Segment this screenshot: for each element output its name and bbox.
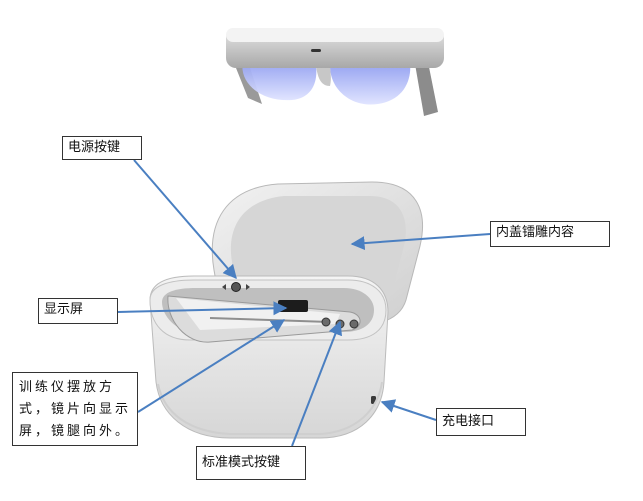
callout-standard-mode-button: 标准模式按键 [196, 446, 306, 480]
callout-power-button: 电源按键 [62, 136, 142, 160]
arrow-charging-port [380, 399, 437, 421]
callout-inner-lid-label: 内盖镭雕内容 [496, 225, 575, 240]
callout-inner-lid: 内盖镭雕内容 [490, 221, 610, 247]
callout-display-screen: 显示屏 [38, 298, 118, 324]
arrow-display-screen [117, 301, 288, 316]
callout-charging-port-label: 充电接口 [442, 414, 495, 429]
arrow-inner-lid [350, 233, 491, 251]
callout-standard-mode-button-label: 标准模式按键 [202, 455, 281, 470]
arrow-power-button [133, 159, 237, 280]
arrow-placement [137, 319, 286, 413]
callout-placement-note-label: 训练仪摆放方式，镜片向显示屏，镜腿向外。 [19, 380, 132, 439]
callout-arrows [117, 159, 491, 447]
callout-placement-note: 训练仪摆放方式，镜片向显示屏，镜腿向外。 [12, 372, 138, 446]
callout-charging-port: 充电接口 [436, 408, 526, 436]
training-glasses [226, 28, 444, 116]
charging-case [149, 181, 423, 439]
callout-display-screen-label: 显示屏 [44, 302, 84, 317]
callout-power-button-label: 电源按键 [68, 140, 121, 155]
power-button-icon [231, 282, 241, 292]
arrow-standard-mode [291, 320, 342, 447]
